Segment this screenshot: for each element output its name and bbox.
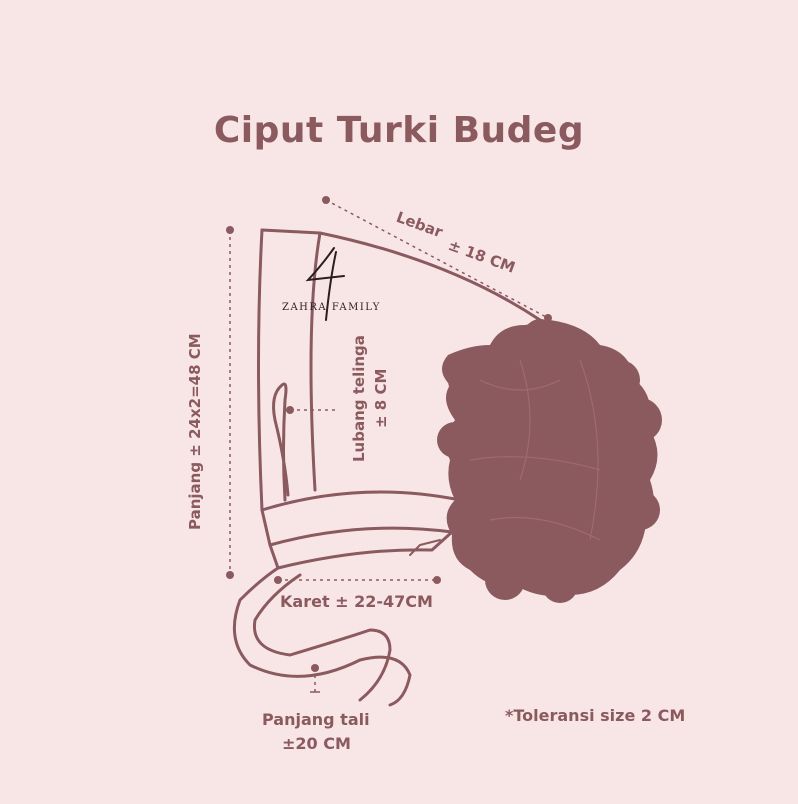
panjang-label: Panjang ± 24x2=48 CM bbox=[186, 333, 204, 530]
petal-line-4 bbox=[519, 359, 531, 481]
panjang-dot-start bbox=[226, 226, 234, 234]
petal-line-2 bbox=[469, 456, 601, 471]
tolerance-note: *Toleransi size 2 CM bbox=[505, 706, 686, 725]
flower-petal-3 bbox=[618, 398, 662, 442]
zahra-logo-mark bbox=[305, 247, 345, 321]
tie-string-inner bbox=[252, 573, 392, 702]
flower-petal-5 bbox=[485, 560, 525, 600]
flower-decoration bbox=[437, 319, 662, 603]
lubang-telinga-value: ± 8 CM bbox=[372, 368, 390, 428]
flower-petal-6 bbox=[542, 567, 578, 603]
petal-line-3 bbox=[489, 516, 601, 541]
ear-loop bbox=[272, 382, 290, 502]
cap-back-edge bbox=[257, 228, 264, 512]
flower-petal-7 bbox=[620, 490, 660, 530]
flower-petal-2 bbox=[437, 422, 473, 458]
flower-petal-8 bbox=[524, 319, 556, 351]
band-stitch bbox=[409, 539, 441, 556]
flower-petal-1 bbox=[448, 358, 492, 402]
cap-band bbox=[260, 490, 462, 547]
karet-dot-end bbox=[433, 576, 441, 584]
logo-stroke-2 bbox=[325, 251, 337, 321]
cap-top-edge bbox=[260, 228, 562, 332]
petal-line-5 bbox=[579, 359, 599, 541]
karet-dot-start bbox=[274, 576, 282, 584]
tali-dot bbox=[311, 664, 319, 672]
flower-petal-lines bbox=[469, 359, 601, 541]
page-title: Ciput Turki Budeg bbox=[213, 110, 585, 151]
measure-lines bbox=[229, 199, 549, 692]
lebar-dot-start bbox=[322, 196, 330, 204]
cap-outline bbox=[232, 228, 562, 707]
brand-logo-text: ZAHRA FAMILY bbox=[282, 302, 381, 313]
logo-stroke-1 bbox=[305, 247, 345, 282]
panjang-tali-label: Panjang tali bbox=[262, 710, 370, 729]
flower-petal-4 bbox=[600, 360, 640, 400]
panjang-dot-end bbox=[226, 571, 234, 579]
cap-band-lower bbox=[268, 530, 454, 570]
lubang-dot bbox=[286, 406, 294, 414]
cap-inner-seam bbox=[309, 231, 322, 492]
petal-line-1 bbox=[479, 379, 561, 391]
panjang-tali-value: ±20 CM bbox=[282, 734, 351, 753]
karet-label: Karet ± 22-47CM bbox=[280, 592, 433, 611]
lubang-telinga-label: Lubang telinga bbox=[350, 335, 368, 462]
tie-string-outer bbox=[232, 566, 412, 707]
